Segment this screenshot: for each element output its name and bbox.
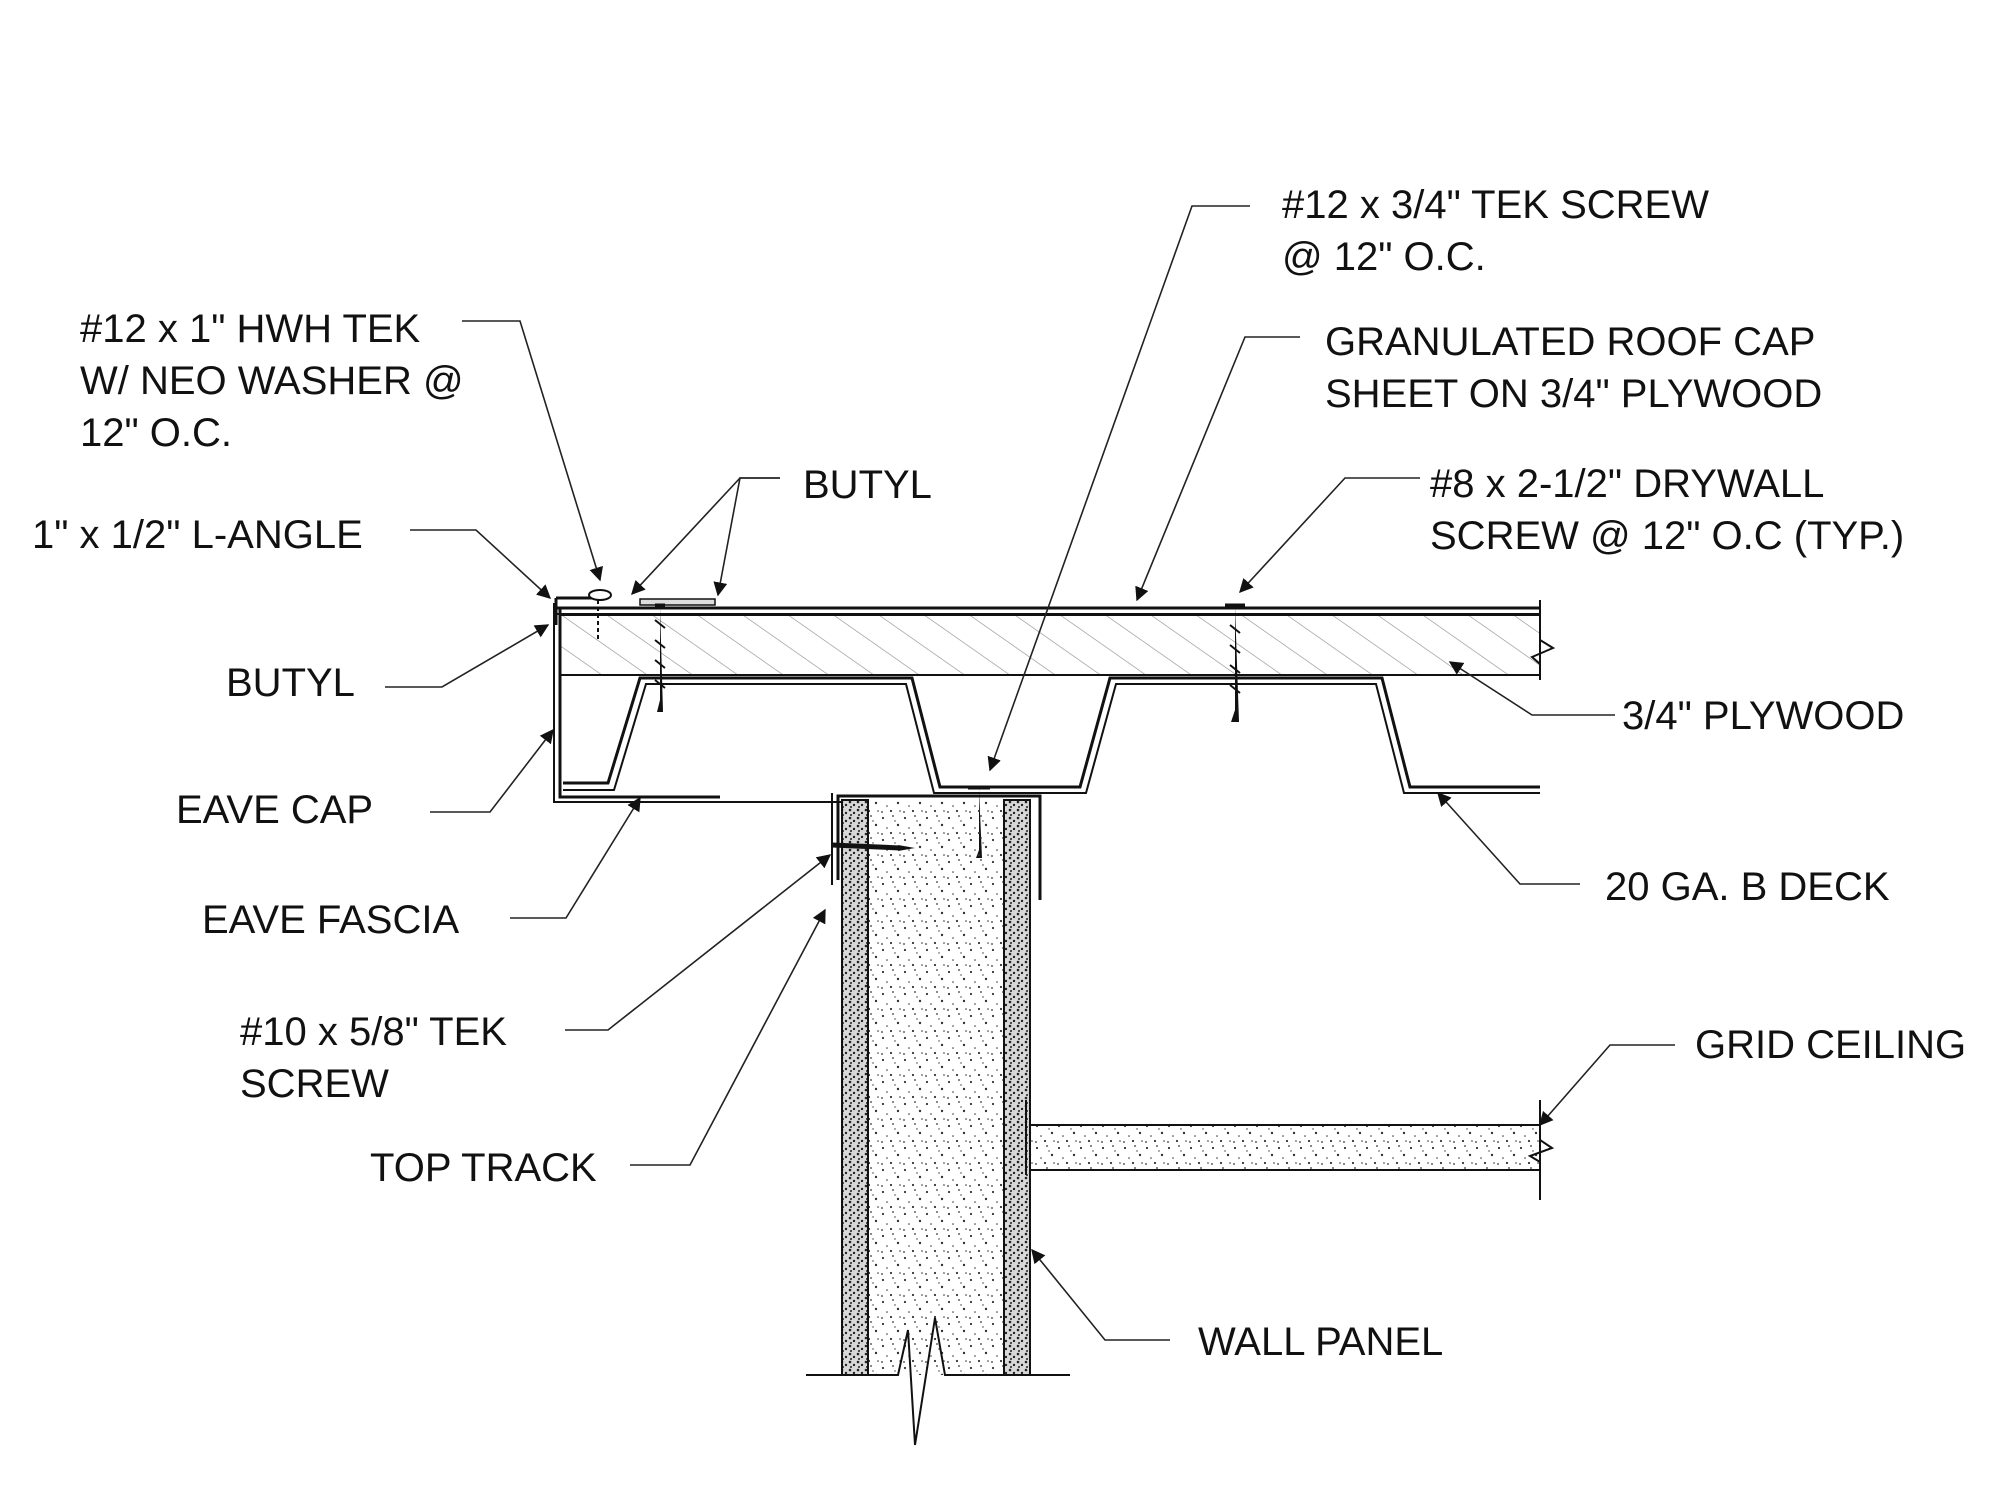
svg-text:#10 x 5/8" TEK: #10 x 5/8" TEK	[240, 1010, 507, 1054]
svg-text:GRANULATED ROOF CAP: GRANULATED ROOF CAP	[1325, 320, 1815, 364]
svg-text:#8 x 2-1/2" DRYWALL: #8 x 2-1/2" DRYWALL	[1430, 462, 1824, 506]
svg-text:SHEET ON 3/4" PLYWOOD: SHEET ON 3/4" PLYWOOD	[1325, 372, 1822, 416]
callout-l-angle: 1" x 1/2" L-ANGLE	[32, 513, 363, 557]
callout-plywood: 3/4" PLYWOOD	[1622, 694, 1904, 738]
callout-tek-screw-5-8: #10 x 5/8" TEK SCREW	[240, 1010, 507, 1106]
drywall-screw-edge	[654, 603, 666, 712]
drywall-screw-field	[1225, 603, 1245, 722]
callout-butyl-left: BUTYL	[226, 661, 355, 705]
eave-fascia	[553, 603, 850, 803]
svg-text:SCREW: SCREW	[240, 1062, 389, 1106]
callout-wall-panel: WALL PANEL	[1198, 1320, 1443, 1364]
grid-ceiling	[1025, 1100, 1555, 1200]
svg-text:W/ NEO WASHER @: W/ NEO WASHER @	[80, 359, 464, 403]
callout-drywall-screw: #8 x 2-1/2" DRYWALL SCREW @ 12" O.C (TYP…	[1430, 462, 1904, 558]
plywood-break-line	[1530, 600, 1556, 680]
top-track	[836, 794, 1042, 900]
wall-break-line	[806, 1317, 1070, 1446]
hwh-tek-screw	[588, 589, 612, 640]
b-deck-profile	[563, 676, 1540, 789]
svg-text:@ 12" O.C.: @ 12" O.C.	[1282, 235, 1486, 279]
callout-eave-fascia: EAVE FASCIA	[202, 898, 459, 942]
callout-butyl-top: BUTYL	[803, 463, 932, 507]
svg-text:#12 x 1" HWH TEK: #12 x 1" HWH TEK	[80, 307, 421, 351]
plywood-sheathing	[559, 614, 1541, 676]
roof-assembly	[553, 589, 1556, 858]
wall-panel	[806, 793, 1070, 1446]
tek-screw-5-8	[831, 842, 915, 851]
callout-b-deck: 20 GA. B DECK	[1605, 865, 1890, 909]
svg-text:#12 x 3/4" TEK SCREW: #12 x 3/4" TEK SCREW	[1282, 183, 1709, 227]
svg-text:SCREW @ 12" O.C (TYP.): SCREW @ 12" O.C (TYP.)	[1430, 514, 1904, 558]
ceiling-break-line	[1527, 1100, 1555, 1200]
leader-lines	[385, 205, 1675, 1341]
callout-eave-cap: EAVE CAP	[176, 788, 373, 832]
callout-grid-ceiling: GRID CEILING	[1695, 1023, 1966, 1067]
callout-top-track: TOP TRACK	[370, 1146, 597, 1190]
callout-hwh-tek: #12 x 1" HWH TEK W/ NEO WASHER @ 12" O.C…	[80, 307, 464, 455]
callout-tek-screw-3-4: #12 x 3/4" TEK SCREW @ 12" O.C.	[1282, 183, 1709, 279]
eave-cap	[558, 607, 720, 799]
butyl-strip	[639, 598, 716, 606]
svg-text:12" O.C.: 12" O.C.	[80, 411, 232, 455]
callout-roof-cap: GRANULATED ROOF CAP SHEET ON 3/4" PLYWOO…	[1325, 320, 1822, 416]
